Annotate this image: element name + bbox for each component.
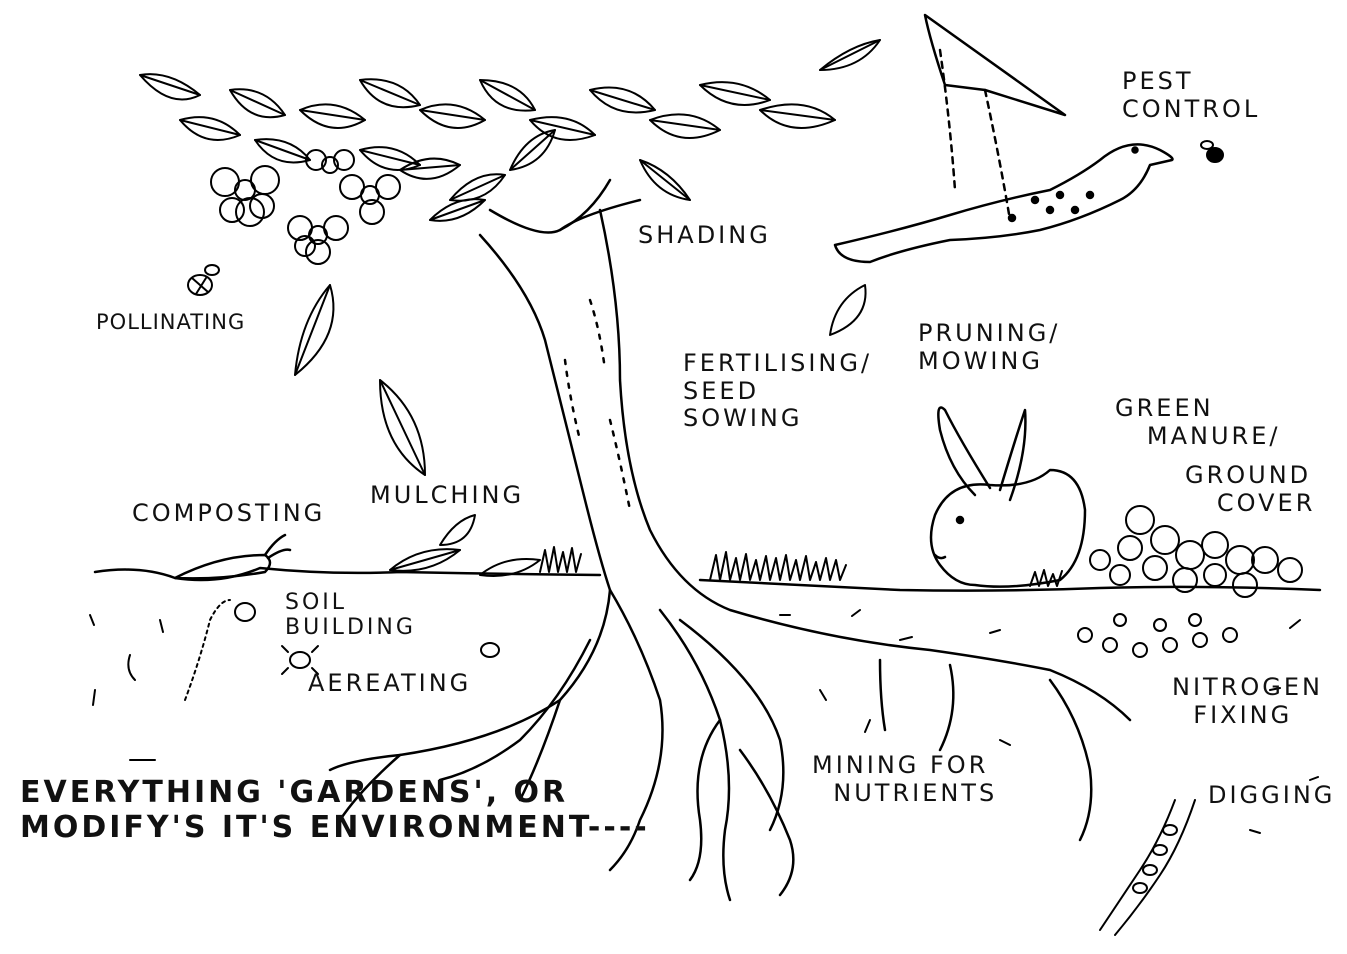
canopy-leaves — [140, 40, 880, 221]
clover-icon — [1078, 506, 1302, 657]
label-mining: MINING FOR NUTRIENTS — [812, 751, 998, 807]
label-digging: DIGGING — [1208, 781, 1336, 809]
label-mulching: MULCHING — [370, 481, 525, 509]
label-pollinating: POLLINATING — [96, 310, 246, 334]
bee-icon — [188, 265, 219, 295]
label-nitrogen-fixing: NITROGEN FIXING — [1172, 673, 1323, 729]
fly-icon — [1201, 141, 1223, 162]
insect-icon — [235, 603, 499, 674]
soil-marks — [90, 610, 1318, 833]
label-aereating: AEREATING — [308, 669, 472, 697]
rabbit-icon — [931, 408, 1085, 587]
bird-icon — [835, 15, 1173, 262]
mulch-icon — [390, 515, 540, 576]
worm-icon — [185, 600, 230, 700]
leaf-icon — [295, 285, 866, 475]
label-green-manure: GREEN MANURE/ — [1115, 394, 1281, 450]
tree-icon — [330, 180, 1130, 900]
root-icon — [1100, 800, 1195, 935]
label-fertilising: FERTILISING/ SEED SOWING — [683, 349, 873, 433]
ground-line-right — [700, 580, 1320, 591]
flower-icon — [211, 150, 400, 264]
label-pruning: PRUNING/ MOWING — [918, 319, 1061, 375]
caption: EVERYTHING 'GARDENS', OR MODIFY'S IT'S E… — [20, 775, 650, 845]
grass-icon — [540, 547, 1062, 586]
label-shading: SHADING — [638, 221, 771, 249]
ground-line-left — [95, 568, 600, 580]
label-ground-cover: GROUND COVER — [1185, 461, 1316, 517]
label-composting: COMPOSTING — [132, 499, 326, 527]
label-pest-control: PEST CONTROL — [1122, 67, 1261, 123]
label-soil-building: SOIL BUILDING — [285, 590, 416, 641]
carrot-icon — [175, 535, 290, 578]
